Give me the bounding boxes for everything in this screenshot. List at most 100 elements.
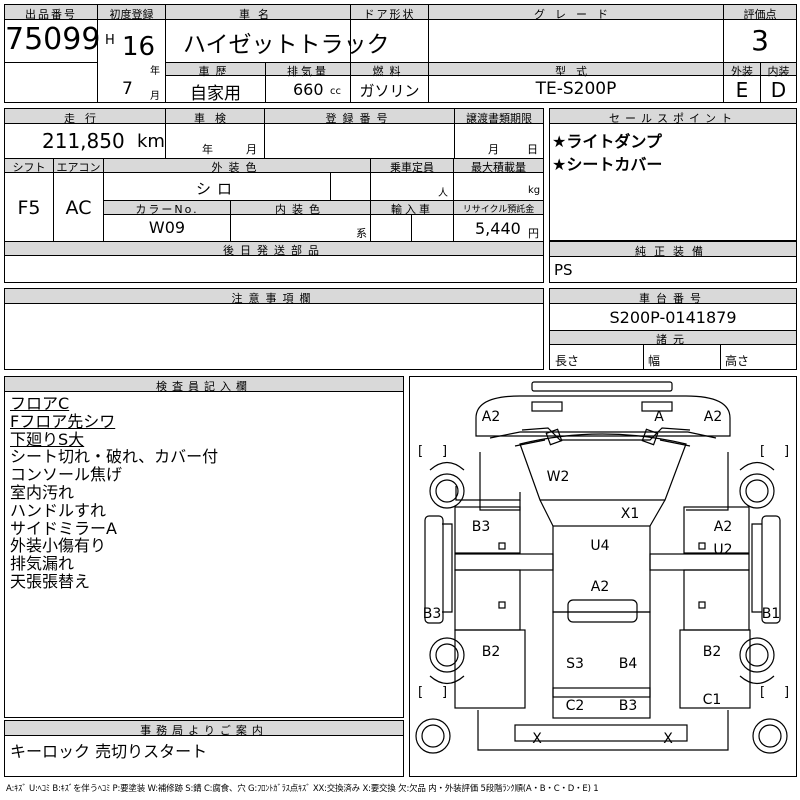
bracket-right: ] [784,685,789,700]
bracket-left: [ [418,444,423,459]
damage-mark: U4 [590,538,609,554]
notes-label: 注意事項欄 [231,292,317,305]
shift-value: F5 [17,197,41,219]
bracket-left: [ [760,444,765,459]
ac-value: AC [65,197,92,219]
displacement-unit: cc [330,86,341,97]
sales-points-box [549,108,797,241]
transfer-label: 譲渡書類期限 [466,112,532,125]
genuine-label: 純正装備 [635,245,711,258]
inspector-line: 下廻りS大 [10,429,85,449]
office-label: 事務局よりご案内 [140,724,268,737]
plate-label: 登録番号 [325,112,394,125]
inspector-label: 検査員記入欄 [156,380,252,393]
damage-mark: C1 [703,692,722,708]
sales-points-label: セールスポイント [609,112,737,125]
recycle-value: 5,440 [475,219,521,238]
displacement-label: 排気量 [287,65,329,78]
inspection-month-unit: 月 [246,143,257,156]
damage-mark: X [532,731,542,747]
inspection-year-unit: 年 [202,143,213,156]
damage-mark: X1 [621,506,640,522]
interior-label: 内装 [767,65,790,78]
damage-mark: A2 [704,409,722,425]
damage-mark: A [654,409,664,425]
inspector-line: 外装小傷有り [10,536,107,556]
inspector-line: 天張張替え [10,571,91,591]
ext-color-value: シロ [195,180,238,198]
damage-mark: U2 [713,542,732,558]
inspector-box [4,376,404,718]
damage-mark: C2 [566,698,585,714]
damage-mark: X [663,731,673,747]
damage-mark: A2 [591,579,609,595]
chassis-number: S200P-0141879 [609,308,737,327]
shift-label: シフト [12,161,46,174]
grade-label: グレード [534,8,618,21]
later-parts-label: 後日発送部品 [223,244,325,257]
chassis-label: 車台番号 [639,292,707,305]
score-value: 3 [751,24,769,57]
capacity-label: 乗車定員 [390,161,434,174]
recycle-label: リサイクル預託金 [462,205,535,215]
legend: A:ｷｽﾞ U:ﾍｺﾐ B:ｷｽﾞを伴うﾍｺﾐ P:要塗装 W:補修跡 S:錆 … [6,784,599,794]
load-unit: kg [528,185,541,196]
damage-mark: W2 [547,469,570,485]
ext-color-label: 外装色 [211,161,263,174]
int-color-unit: 系 [356,227,367,240]
mileage-value: 211,850 [42,129,125,153]
damage-mark: S3 [566,656,584,672]
diagram-box [409,376,797,777]
transfer-day-unit: 日 [527,143,538,156]
damage-mark: B3 [619,698,638,714]
model-value: TE-S200P [535,79,617,99]
genuine-value: PS [554,261,573,279]
reg-month: 7 [122,79,133,99]
inspector-line: フロアC [10,394,70,413]
damage-mark: B4 [619,656,638,672]
lot-label: 出品番号 [25,8,77,21]
color-no-label: カラーNo. [135,203,199,216]
color-no-value: W09 [148,218,186,237]
import-label: 輸入車 [391,203,433,216]
height-label: 高さ [725,354,750,368]
damage-mark: B2 [703,644,722,660]
exterior-label: 外装 [731,65,753,78]
lot-number: 75099 [5,22,101,57]
month-unit: 月 [150,91,160,102]
ac-label: エアコン [56,161,101,174]
sales-point-item: ★シートカバー [552,155,663,174]
history-value: 自家用 [190,84,241,104]
exterior-value: E [735,78,749,102]
first-reg-label: 初度登録 [109,8,154,21]
office-value: キーロック 売切りスタート [10,742,208,761]
damage-mark: B3 [423,606,442,622]
mileage-label: 走行 [64,112,106,125]
length-label: 長さ [555,354,580,368]
sales-point-item: ★ライトダンプ [552,132,662,151]
era: H [105,33,115,48]
displacement-value: 660 [293,80,324,99]
damage-mark: B3 [472,519,491,535]
bracket-right: ] [442,685,447,700]
inspector-line: コンソール焦げ [10,465,123,485]
bracket-left: [ [760,685,765,700]
damage-mark: B1 [762,606,781,622]
model-label: 型式 [555,65,597,78]
mileage-unit: km [137,131,165,152]
car-name: ハイゼットトラック [183,32,390,58]
inspection-label: 車検 [194,112,236,125]
bracket-left: [ [418,685,423,700]
bracket-right: ] [784,444,789,459]
interior-value: D [770,78,787,102]
header-box [4,4,797,103]
fuel-value: ガソリン [359,82,420,100]
year-unit: 年 [150,66,160,77]
score-label: 評価点 [743,8,777,21]
inspector-line: ハンドルすれ [10,500,107,520]
int-color-label: 内装色 [275,203,326,216]
inspector-line: シート切れ・破れ、カバー付 [10,447,219,467]
damage-mark: A2 [482,409,500,425]
load-label: 最大積載量 [471,161,526,174]
